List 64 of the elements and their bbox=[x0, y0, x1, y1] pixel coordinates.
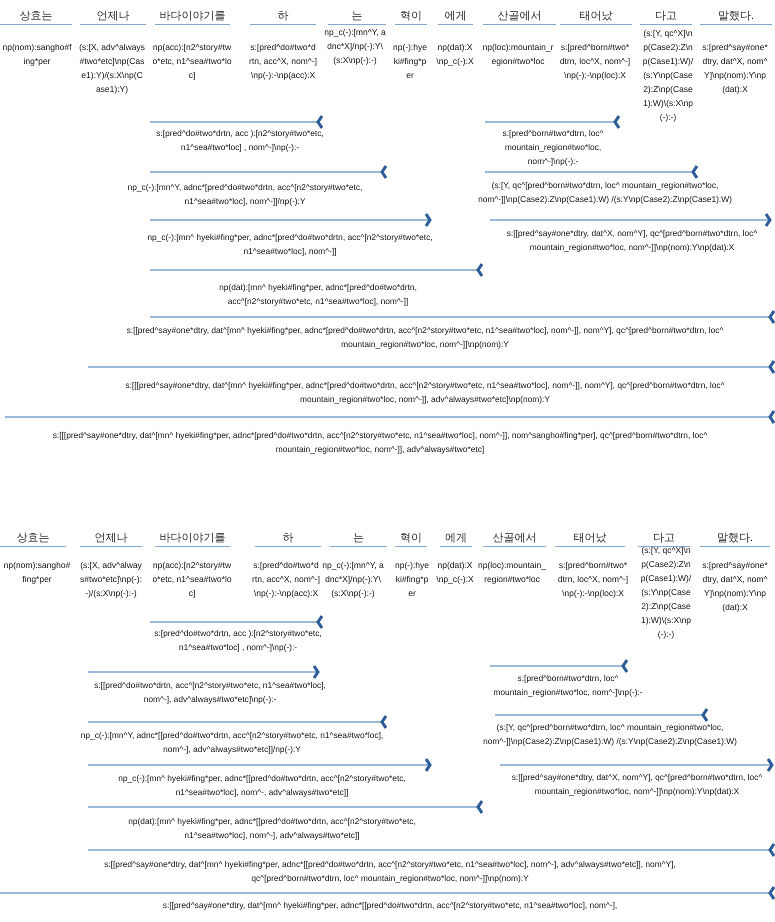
category-label: np(dat):X\np_c(-):X bbox=[435, 41, 475, 68]
category-label: np(loc):mountain_region#two*loc bbox=[482, 41, 554, 68]
word-token: 는 bbox=[328, 8, 386, 25]
derivation-result: s:[[pred^say#one*dtry, dat^[mn^ hyeki#fing*per, adnc*[[pred^do#two*drtn, acc^[n2^story#two*etc, n1^sea#two*loc], nom^-], adv^always#two*etc]], nom^Y], qc^[pred^born#two*dtrn, loc^ mountain_region#two*loc, nom^-]]\np(nom):Y bbox=[103, 858, 677, 885]
word-token: 바다이야기를 bbox=[155, 530, 230, 547]
category-label: s:[pred^born#two*dtrn, loc^X, nom^-]\np(-):-\np(loc):X bbox=[557, 559, 629, 600]
category-label: (s:[Y, qc^X]\np(Case2):Z\np(Case1):W)/(s:Y\np(Case2):Z\np(Case1):W)\(s:X\np(-):-) bbox=[642, 27, 694, 124]
category-label: s:[pred^do#two*drtn, acc^X, nom^-]\np(-):-\np(acc):X bbox=[252, 559, 320, 600]
derivation-result: np(dat):[mn^ hyeki#fing*per, adnc*[[pred^do#two*drtn, acc^[n2^story#two*etc, n1^sea#two*loc], nom^-], adv^always#two*etc]] bbox=[127, 815, 417, 842]
category-label: (s:[X, adv^always#two*etc]\np(-):-)/(s:X\np(-):-) bbox=[80, 559, 142, 600]
word-token: 상효는 bbox=[0, 530, 66, 547]
word-token: 말했다. bbox=[700, 8, 772, 25]
word-token: 에게 bbox=[440, 530, 472, 547]
derivation-result: s:[[[pred^say#one*dtry, dat^[mn^ hyeki#fing*per, adnc*[pred^do#two*drtn, acc^[n2^story#two*etc, n1^sea#two*loc], nom^-]], nom^Y], qc^[pred^born#two*dtrn, loc^ mountain_region#two*loc, nom^-]], adv^always#two*etc]\np(nom):Y bbox=[124, 379, 726, 406]
word-token: 태어났 bbox=[555, 530, 625, 547]
word-token: 에게 bbox=[438, 8, 473, 25]
word-token: 바다이야기를 bbox=[155, 8, 230, 25]
derivation-result: s:[[pred^do#two*drtn, acc^[n2^story#two*etc, n1^sea#two*loc], nom^-], adv^always#two*etc]\np(-):- bbox=[93, 679, 327, 706]
derivation-result: s:[pred^born#two*dtrn, loc^ mountain_region#two*loc, nom^-]\np(-):- bbox=[493, 672, 643, 699]
derivation-result: np(dat):[mn^ hyeki#fing*per, adnc*[pred^do#two*drtn, acc^[n2^story#two*etc, n1^sea#two*loc], nom^-]] bbox=[218, 281, 418, 308]
derivation-result: s:[pred^do#two*drtn, acc ):[n2^story#two*etc, n1^sea#two*loc] , nom^-]\np(-):- bbox=[155, 127, 325, 154]
derivation-result: s:[[pred^say#one*dtry, dat^[mn^ hyeki#fing*per, adnc*[[pred^do#two*drtn, acc^[n2^story#two*etc, n1^sea#two*loc], nom^-], bbox=[162, 899, 618, 912]
word-token: 말했다. bbox=[700, 530, 770, 547]
category-label: np_c(-):[mn^Y, adnc*X]/np(-):Y\(s:X\np(-):-) bbox=[324, 26, 386, 67]
derivation-result: s:[pred^do#two*drtn, acc ):[n2^story#two*etc, n1^sea#two*loc] , nom^-]\np(-):- bbox=[153, 627, 323, 654]
category-label: np(nom):sangho#fing*per bbox=[3, 559, 71, 586]
derivation-result: s:[pred^born#two*dtrn, loc^ mountain_region#two*loc, nom^-]\np(-):- bbox=[502, 127, 604, 168]
derivation-result: np_c(-):[mn^ hyeki#fing*per, adnc*[pred^do#two*drtn, acc^[n2^story#two*etc, n1^sea#two*loc], nom^-]] bbox=[146, 231, 434, 258]
category-label: np(nom):sangho#fing*per bbox=[2, 41, 72, 68]
category-label: s:[pred^say#one*dtry, dat^X, nom^Y]\np(nom):Y\np(dat):X bbox=[702, 559, 768, 614]
category-label: s:[pred^born#two*dtrn, loc^X, nom^-]\np(-):-\np(loc):X bbox=[559, 41, 631, 82]
word-token: 언제나 bbox=[80, 8, 146, 25]
derivation-result: s:[[[pred^say#one*dtry, dat^[mn^ hyeki#fing*per, adnc*[pred^do#two*drtn, acc^[n2^story#two*etc, n1^sea#two*loc], nom^-]], nom^sangho#fing*per], qc^[pred^born#two*dtrn, loc^ mountain_region#two*loc, nom^-]], adv^always#two*etc] bbox=[52, 429, 708, 456]
derivation-result: (s:[Y, qc^[pred^born#two*dtrn, loc^ mountain_region#two*loc, nom^-]]\np(Case2):Z\np(Case1):W) /(s:Y\np(Case2):Z\np(Case1):W) bbox=[482, 721, 738, 748]
category-label: np(acc):[n2^story#two*etc, n1^sea#two*loc] bbox=[151, 41, 233, 82]
derivation-result: (s:[Y, qc^[pred^born#two*dtrn, loc^ mountain_region#two*loc, nom^-]]\np(Case2):Z\np(Case1):W) /(s:Y\np(Case2):Z\np(Case1):W) bbox=[477, 179, 733, 206]
derivation-result: s:[[pred^say#one*dtry, dat^[mn^ hyeki#fing*per, adnc*[pred^do#two*drtn, acc^[n2^story#two*etc, n1^sea#two*loc], nom^-]], nom^Y], qc^[pred^born#two*dtrn, loc^ mountain_region#two*loc, nom^-]]\np(nom):Y bbox=[126, 324, 724, 351]
derivation-result: np_c(-):[mn^Y, adnc*[pred^do#two*drtn, acc^[n2^story#two*etc, n1^sea#two*loc], nom^-]]/np(-):Y bbox=[126, 181, 364, 208]
word-token: 언제나 bbox=[80, 530, 142, 547]
category-label: np_c(-):[mn^Y, adnc*X]/np(-):Y\(s:X\np(-):-) bbox=[322, 559, 384, 600]
word-token: 혁이 bbox=[395, 530, 427, 547]
derivation-result: s:[[pred^say#one*dtry, dat^X, nom^Y], qc^[pred^born#two*dtrn, loc^ mountain_region#two*loc, nom^-]]\np(nom):Y\np(dat):X bbox=[510, 771, 764, 798]
derivation-result: np_c(-):[mn^Y, adnc*[[pred^do#two*drtn, acc^[n2^story#two*etc, n1^sea#two*loc], nom^-], adv^always#two*etc]]/np(-):Y bbox=[80, 729, 384, 756]
word-token: 상효는 bbox=[0, 8, 72, 25]
word-token: 하 bbox=[255, 530, 321, 547]
category-label: np(loc):mountain_region#two*loc bbox=[477, 559, 547, 586]
category-label: np(-):hyeki#fing*per bbox=[394, 559, 430, 600]
word-token: 하 bbox=[250, 8, 316, 25]
category-label: s:[pred^do#two*drtn, acc^X, nom^-]\np(-):-\np(acc):X bbox=[249, 41, 317, 82]
category-label: np(acc):[n2^story#two*etc, n1^sea#two*loc] bbox=[151, 559, 233, 600]
category-label: (s:[Y, qc^X]\np(Case2):Z\np(Case1):W)/(s:Y\np(Case2):Z\np(Case1):W)\(s:X\np(-):-) bbox=[640, 544, 692, 641]
category-label: np(-):hyeki#fing*per bbox=[392, 41, 428, 82]
word-token: 혁이 bbox=[395, 8, 427, 25]
word-token: 다고 bbox=[638, 530, 690, 547]
word-token: 산골에서 bbox=[483, 530, 546, 547]
category-label: (s:[X, adv^always#two*etc]\np(Case1):Y)/(s:X\np(Case1):Y) bbox=[79, 41, 145, 96]
category-label: s:[pred^say#one*dtry, dat^X, nom^Y]\np(nom):Y\np(dat):X bbox=[702, 41, 768, 96]
word-token: 태어났 bbox=[560, 8, 632, 25]
derivation-result: s:[[pred^say#one*dtry, dat^X, nom^Y], qc^[pred^born#two*dtrn, loc^ mountain_region#two*loc, nom^-]]\np(nom):Y\np(dat):X bbox=[506, 227, 758, 254]
word-token: 는 bbox=[330, 530, 387, 547]
word-token: 산골에서 bbox=[483, 8, 556, 25]
category-label: np(dat):X\np_c(-):X bbox=[435, 559, 475, 586]
derivation-result: np_c(-):[mn^ hyeki#fing*per, adnc*[[pred^do#two*drtn, acc^[n2^story#two*etc, n1^sea#two*loc], nom^-, adv^always#two*etc]] bbox=[117, 772, 407, 799]
word-token: 다고 bbox=[640, 8, 692, 25]
